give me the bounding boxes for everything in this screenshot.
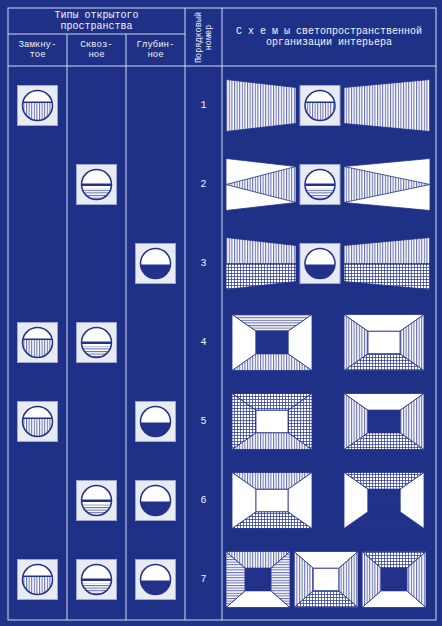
row-number: 6 xyxy=(200,495,206,507)
table-lines xyxy=(8,8,436,620)
space-icon xyxy=(18,86,58,126)
row-number-cell: 2 xyxy=(185,145,222,224)
row-number-cell: 4 xyxy=(185,303,222,382)
space-icon xyxy=(300,165,340,205)
header-cell: Замкну- тое xyxy=(8,34,67,66)
row-number-cell: 1 xyxy=(185,66,222,145)
header-text: Глубин- ное xyxy=(133,40,179,61)
space-icon xyxy=(18,402,58,442)
header-cell: Типы открытого пространства xyxy=(8,8,185,34)
row-number: 3 xyxy=(200,258,206,270)
interior-scheme xyxy=(226,80,430,132)
row-number: 7 xyxy=(200,574,206,586)
header-text: Замкну- тое xyxy=(15,40,61,61)
interior-scheme xyxy=(226,238,430,290)
header-cell: Порядковый номер xyxy=(185,8,222,66)
space-icon xyxy=(18,560,58,600)
row-number-cell: 5 xyxy=(185,382,222,461)
room-scheme xyxy=(232,394,312,450)
header-text: Сквоз- ное xyxy=(74,40,120,61)
header-cell: Сквоз- ное xyxy=(67,34,126,66)
room-scheme xyxy=(232,473,312,529)
space-icon xyxy=(77,560,117,600)
row-number: 2 xyxy=(200,179,206,191)
header-cell: С х е м ы светопространственной организа… xyxy=(222,8,436,66)
room-scheme xyxy=(226,552,290,608)
room-scheme xyxy=(232,315,312,371)
space-icon xyxy=(136,402,176,442)
header-text: Порядковый номер xyxy=(185,9,222,65)
room-scheme xyxy=(344,315,424,371)
space-icon xyxy=(77,165,117,205)
header-cell: Глубин- ное xyxy=(126,34,185,66)
row-number-cell: 7 xyxy=(185,540,222,619)
space-icon xyxy=(136,244,176,284)
space-icon xyxy=(300,86,340,126)
header-text: С х е м ы светопространственной организа… xyxy=(229,26,429,49)
row-number: 4 xyxy=(200,337,206,349)
space-icon xyxy=(77,481,117,521)
row-number-cell: 6 xyxy=(185,461,222,540)
interior-scheme xyxy=(226,159,430,211)
space-icon xyxy=(136,481,176,521)
space-icon xyxy=(136,560,176,600)
room-scheme xyxy=(294,552,358,608)
header-text: Типы открытого пространства xyxy=(32,10,162,33)
space-icon xyxy=(300,244,340,284)
row-number: 5 xyxy=(200,416,206,428)
space-icon xyxy=(77,323,117,363)
row-number: 1 xyxy=(200,100,206,112)
room-scheme xyxy=(344,473,424,529)
room-scheme xyxy=(344,394,424,450)
room-scheme xyxy=(362,552,426,608)
row-number-cell: 3 xyxy=(185,224,222,303)
illustrations xyxy=(18,80,431,608)
space-icon xyxy=(18,323,58,363)
